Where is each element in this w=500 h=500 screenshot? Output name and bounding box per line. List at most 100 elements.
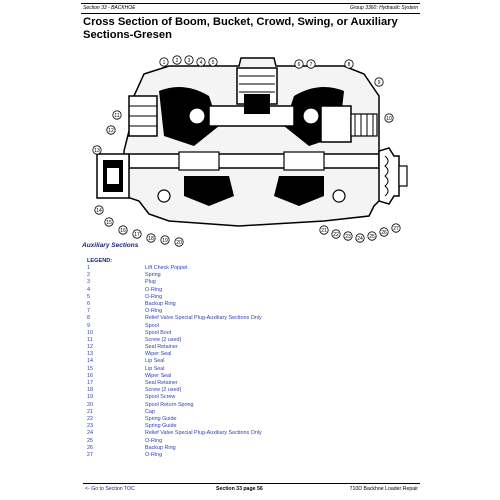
callout-number: 4 (200, 60, 203, 66)
legend-item-number: 4 (87, 286, 90, 293)
manual-title: 710D Backhoe Loader Repair (349, 486, 418, 492)
callout-circle (319, 225, 329, 235)
legend-item-text: Lift Check Poppet (145, 265, 188, 271)
legend-item-number: 26 (87, 444, 93, 451)
legend-item-text: Screw (2 used) (145, 336, 182, 343)
legend-heading: LEGEND: (87, 258, 113, 264)
legend-item: 12 Seal Retainer (87, 344, 417, 351)
callout-number: 1 (163, 60, 166, 66)
callout-circle (196, 57, 206, 67)
legend-item-text: O-Ring (145, 437, 163, 444)
legend-item-number: 22 (87, 415, 93, 422)
callout-circle (294, 59, 304, 69)
legend-item-text: O-Ring (145, 308, 163, 315)
callout-number: 24 (357, 236, 363, 242)
go-to-toc-link[interactable]: <- Go to Section TOC (85, 486, 135, 492)
callout-number: 3 (188, 58, 191, 64)
legend-item-text: Spring (145, 272, 161, 279)
callout-circle (106, 125, 116, 135)
legend-item-text: Seal Retainer (145, 380, 178, 386)
auxiliary-sections-heading: Auxiliary Sections (82, 242, 139, 249)
callout-circle (343, 231, 353, 241)
callout-circle (172, 55, 182, 65)
legend-item-text: Backup Ring (145, 300, 176, 307)
legend-item-text: Wiper Seal (145, 351, 172, 358)
legend-item-text: Screw (2 used) (145, 387, 182, 394)
legend-item: 10 Spool Boot (87, 330, 417, 337)
legend-item-number: 14 (87, 358, 93, 365)
callout-circle (159, 57, 169, 67)
callout-number: 2 (176, 58, 179, 64)
legend-item-text: Seal Retainer (145, 344, 178, 351)
callout-number: 12 (108, 128, 114, 134)
callout-circle (391, 223, 401, 233)
callout-number: 8 (348, 62, 351, 68)
callout-circle (118, 225, 128, 235)
callout-circle (94, 205, 104, 215)
legend-item-number: 8 (87, 315, 90, 322)
callout-number: 22 (333, 232, 339, 238)
callout-number: 21 (321, 228, 327, 234)
legend-item: 7 O-Ring (87, 308, 417, 315)
callout-number: 7 (310, 62, 313, 68)
legend-item-number: 10 (87, 329, 93, 336)
callout-number: 13 (94, 148, 100, 154)
legend-item: 26 Backup Ring (87, 445, 417, 452)
legend-item-number: 1 (87, 265, 90, 271)
callout-circle (379, 227, 389, 237)
legend-item-number: 5 (87, 293, 90, 300)
callout-circle (104, 217, 114, 227)
callout-circle (92, 145, 102, 155)
callout-circle (208, 57, 218, 67)
legend-item-number: 7 (87, 308, 90, 315)
legend-item: 5 O-Ring (87, 294, 417, 301)
callout-number: 26 (381, 230, 387, 236)
legend-item-text: Spool Screw (145, 394, 176, 401)
legend-item-text: O-Ring (145, 293, 163, 300)
legend-item-number: 18 (87, 387, 93, 394)
page-footer: <- Go to Section TOC Section 33 page 56 … (83, 483, 420, 493)
legend-item: 18 Screw (2 used) (87, 387, 417, 394)
callout-circle (112, 110, 122, 120)
page-header: Section 33 - BACKHOE Group 3360: Hydraul… (81, 3, 420, 14)
legend-item-text: Backup Ring (145, 444, 176, 451)
legend-item-text: Spring Guide (145, 415, 177, 422)
callout-circle (331, 229, 341, 239)
legend-item-text: Spool Boot (145, 329, 172, 336)
callout-circle (160, 235, 170, 245)
callout-number: 25 (369, 234, 375, 240)
callout-number: 16 (120, 228, 126, 234)
legend-item-text: Relief Valve Special Plug-Auxiliary Sect… (145, 315, 262, 322)
legend-item-number: 25 (87, 437, 93, 444)
legend-item-number: 12 (87, 344, 93, 351)
header-section: Section 33 - BACKHOE (83, 5, 136, 11)
callout-number: 14 (96, 208, 102, 214)
callout-number: 18 (148, 236, 154, 242)
callout-circle (306, 59, 316, 69)
callout-number: 10 (386, 116, 392, 122)
callout-circle (374, 77, 384, 87)
legend-item-number: 16 (87, 372, 93, 379)
legend-item-number: 27 (87, 451, 93, 458)
callout-number: 17 (134, 232, 140, 238)
callout-circle (384, 113, 394, 123)
callout-circle (146, 233, 156, 243)
legend-item-text: Spool Return Spring (145, 401, 194, 408)
legend-item-number: 3 (87, 279, 90, 286)
legend-item-text: Cap (145, 408, 155, 415)
